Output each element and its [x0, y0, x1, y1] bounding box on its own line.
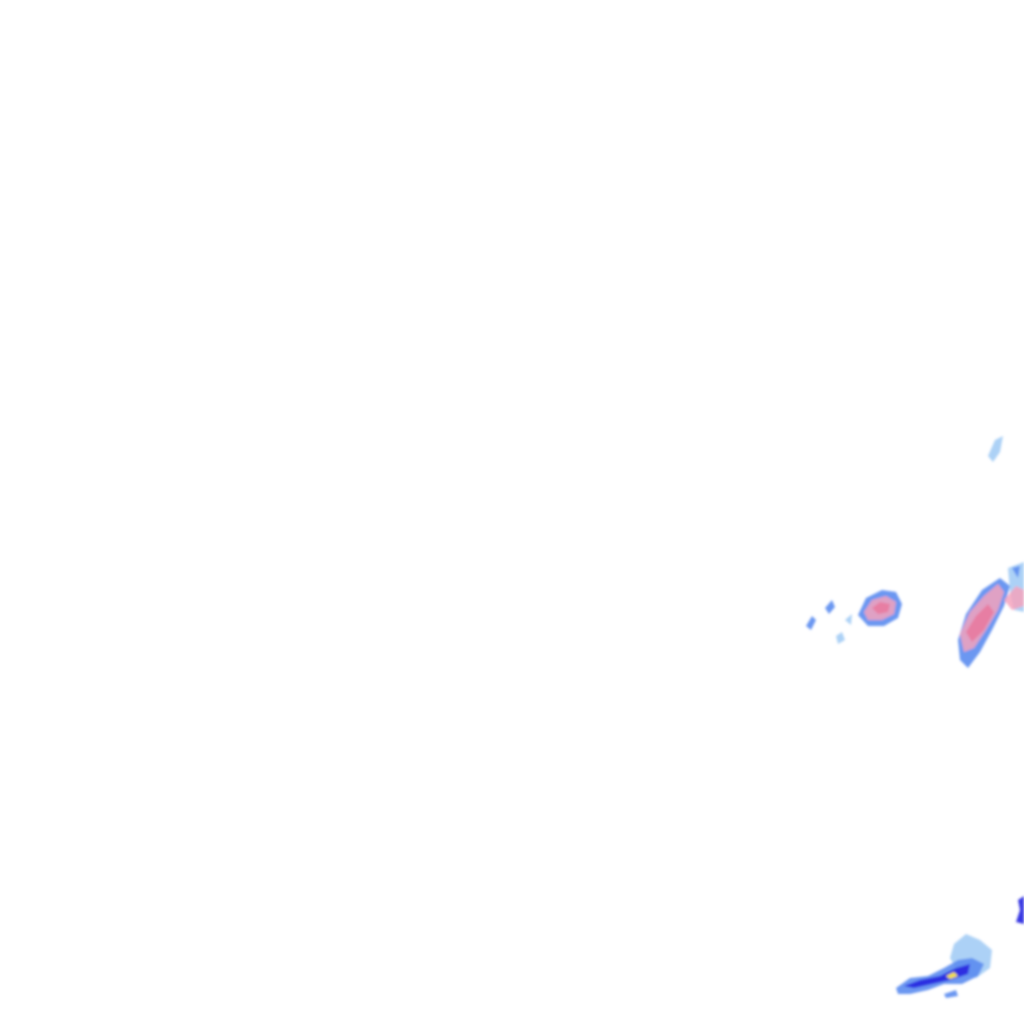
echo-light-region — [836, 632, 845, 644]
echo-extreme-region — [946, 972, 958, 979]
echo-heavy-region — [904, 964, 970, 988]
echo-light-region — [988, 436, 1003, 462]
echo-cell-central — [858, 590, 902, 626]
echo-moderate-region — [944, 990, 958, 998]
echo-cell-scattered-west — [806, 600, 852, 644]
echo-mixed-dense-region — [966, 604, 994, 642]
echo-moderate-region — [1012, 566, 1020, 578]
echo-mixed-region — [1004, 586, 1024, 610]
echo-cell-east-band — [958, 562, 1024, 668]
echo-mixed-dense-region — [872, 602, 890, 614]
echo-light-region — [845, 614, 852, 625]
echo-moderate-region — [825, 600, 835, 614]
echo-cell-south-band — [896, 896, 1024, 998]
echo-cell-upper-right — [988, 436, 1003, 462]
echo-heavy-region — [1016, 896, 1024, 924]
echo-moderate-region — [806, 616, 816, 630]
